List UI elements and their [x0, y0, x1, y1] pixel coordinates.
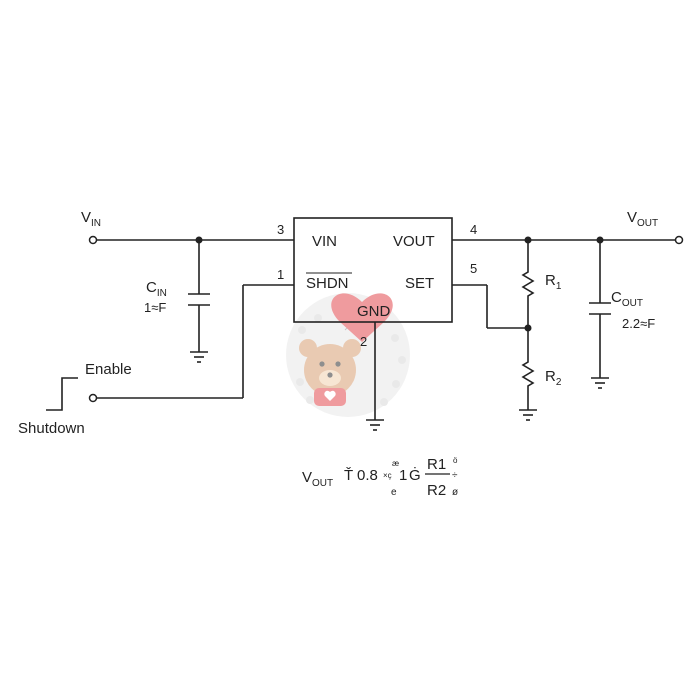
formula-open-top: æ	[392, 459, 399, 468]
formula-vout-label: VOUT	[302, 469, 333, 489]
formula-equals-glyph: Ť	[344, 467, 353, 484]
pin-vin-label: VIN	[312, 233, 337, 250]
pin-number-vout: 4	[470, 222, 477, 237]
pin-set-label: SET	[405, 275, 434, 292]
cin-value: 1≈F	[144, 300, 166, 315]
formula-denominator: R2	[427, 482, 446, 499]
formula-open-bottom: e	[391, 487, 397, 498]
pin-vout-label: VOUT	[393, 233, 435, 250]
regulator-ic-body	[293, 217, 453, 323]
r1-label: R1	[545, 272, 562, 292]
pin-gnd-label: GND	[357, 303, 391, 320]
cin-capacitor	[188, 293, 210, 306]
ground-symbol-cout	[591, 377, 609, 389]
watermark-sticker	[286, 293, 410, 417]
enable-label: Enable	[85, 361, 132, 378]
formula-numerator: R1	[427, 456, 446, 473]
ground-symbol-cin	[190, 351, 208, 363]
pin-number-shdn: 1	[277, 267, 284, 282]
enable-terminal	[88, 393, 98, 403]
cout-capacitor	[589, 302, 611, 315]
vin-label: VIN	[81, 209, 101, 229]
vin-terminal	[88, 235, 98, 245]
pin-number-vin: 3	[277, 222, 284, 237]
formula-close-top: ö	[453, 456, 458, 465]
shutdown-label: Shutdown	[18, 420, 85, 437]
cout-label: COUT	[611, 289, 643, 309]
formula-close-mid: ÷	[452, 470, 458, 481]
cout-value: 2.2≈F	[622, 316, 655, 331]
pin-number-set: 5	[470, 261, 477, 276]
vout-formula: VOUT Ť 0.8 ×ç æ e 1 Ġ R1 R2 ö ÷ ø	[302, 456, 458, 499]
formula-close-bottom: ø	[452, 487, 458, 498]
cin-label: CIN	[146, 279, 167, 299]
wires	[96, 239, 676, 420]
r2-resistor	[521, 358, 535, 392]
r1-resistor	[521, 268, 535, 302]
vout-terminal	[674, 235, 684, 245]
r2-label: R2	[545, 368, 562, 388]
ground-symbol-ic	[366, 419, 384, 431]
pin-number-gnd: 2	[360, 334, 367, 349]
formula-open-glyph: ×ç	[383, 471, 392, 480]
formula-constant: 0.8	[357, 467, 378, 484]
formula-plus-glyph: Ġ	[409, 466, 421, 484]
ground-symbol-r2	[519, 409, 537, 421]
formula-one: 1	[399, 467, 407, 484]
vout-label: VOUT	[627, 209, 658, 229]
junction-dots	[195, 236, 604, 332]
pin-shdn-label: SHDN	[306, 275, 349, 292]
enable-step-waveform	[46, 377, 78, 411]
